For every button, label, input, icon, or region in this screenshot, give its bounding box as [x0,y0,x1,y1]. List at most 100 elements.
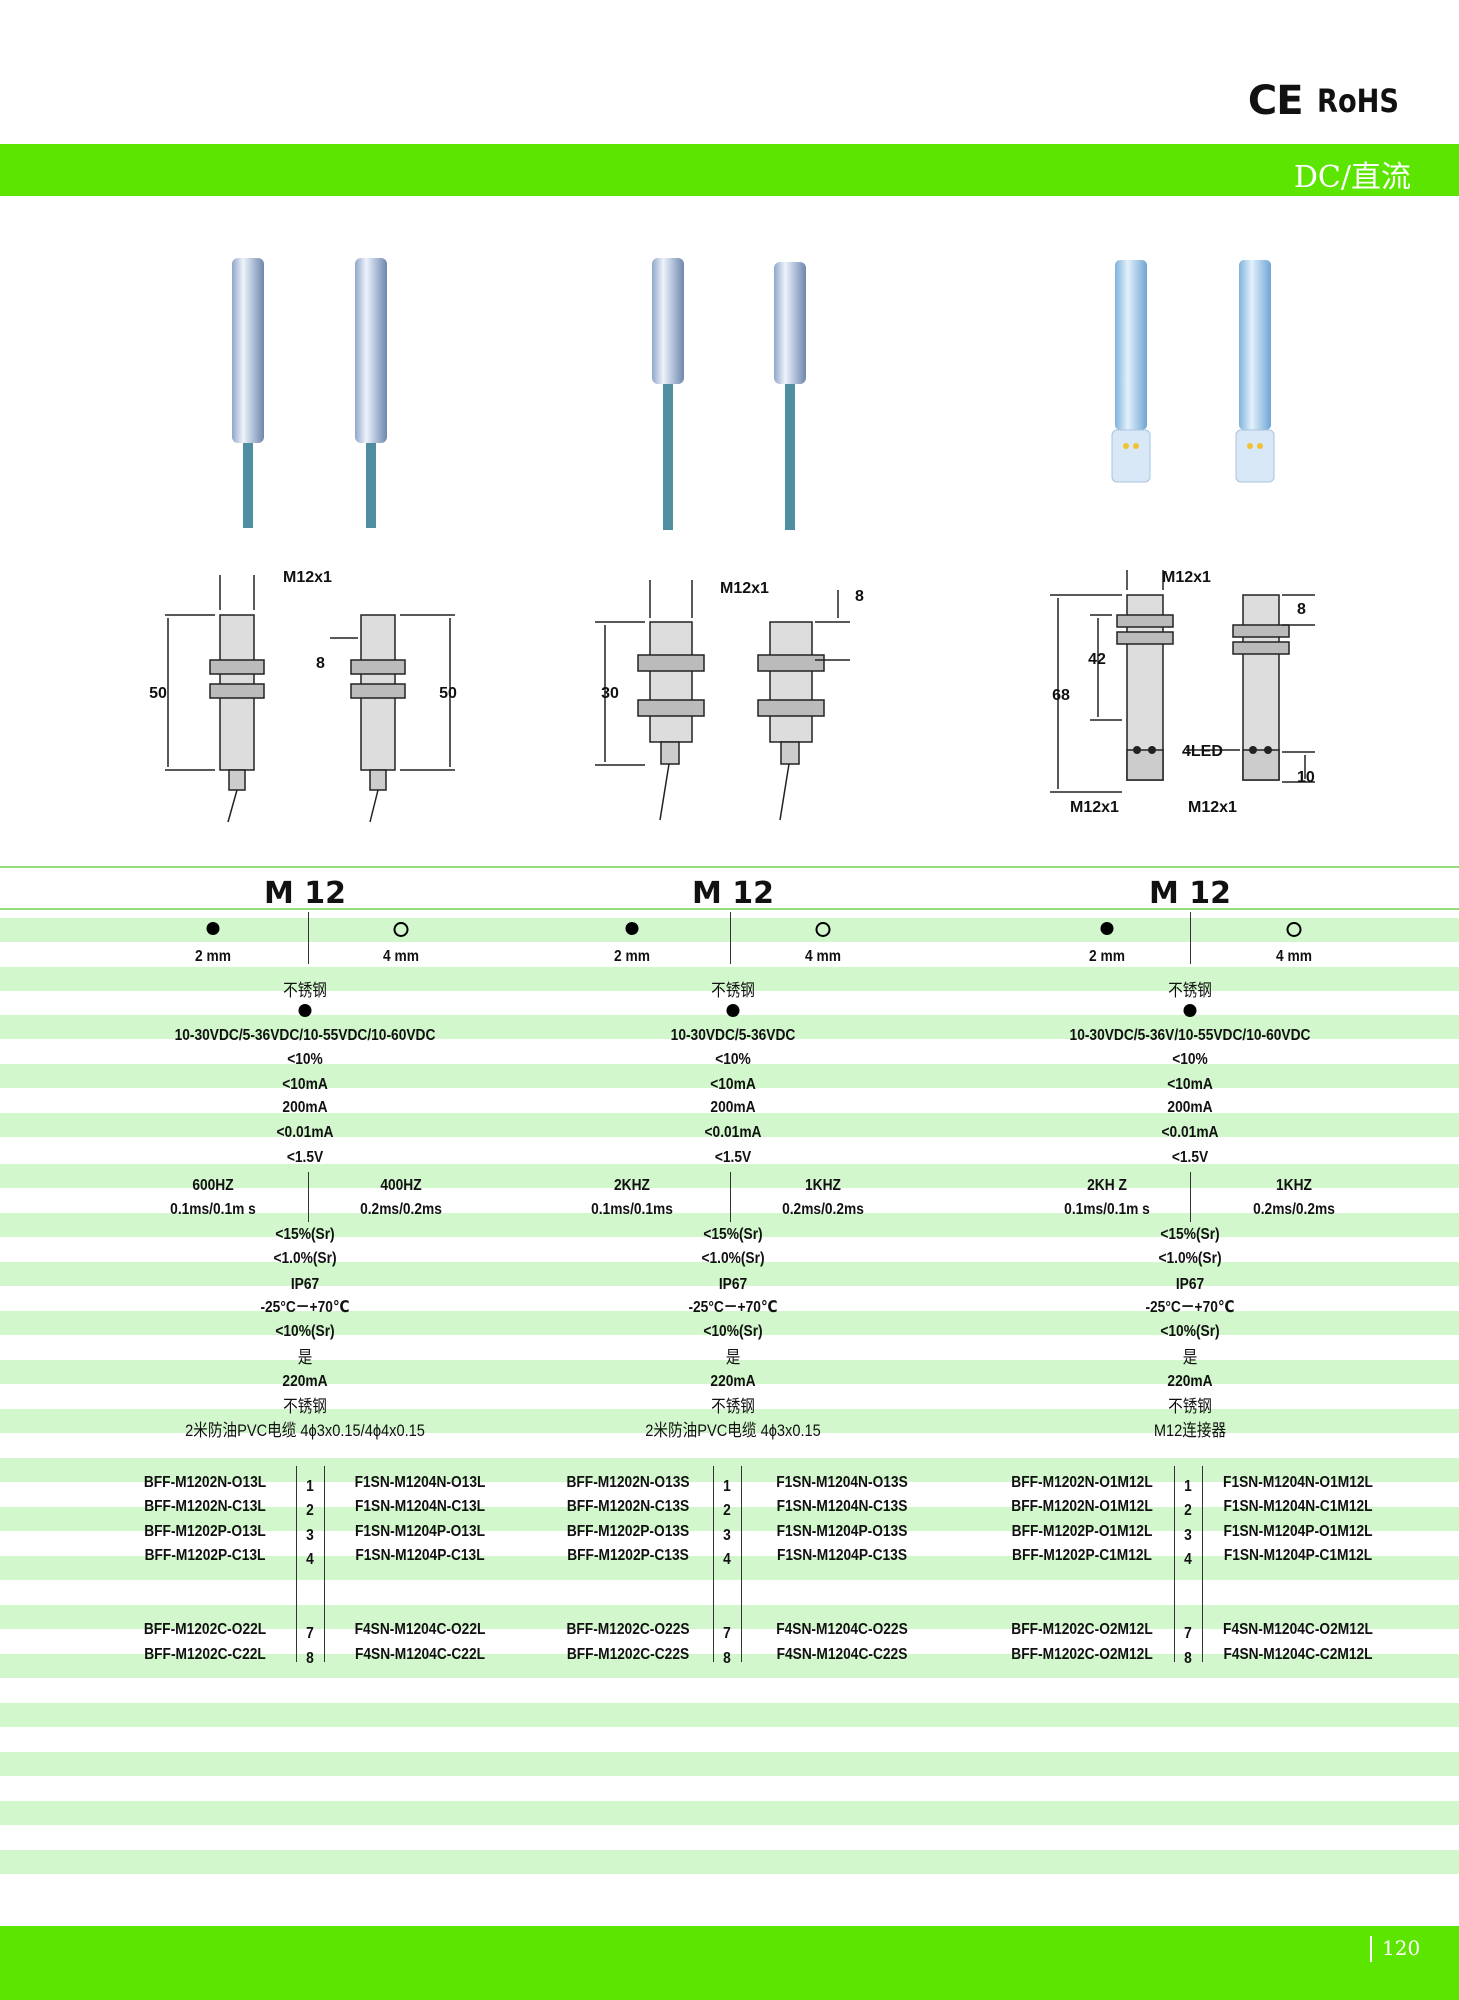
table-stripe [0,1654,1459,1678]
column-1-model-2-number: 2 [306,1502,314,1519]
column-3-model-divider-r [1202,1466,1203,1662]
table-stripe [0,1064,1459,1088]
column-3-noload: <10mA [1167,1076,1213,1093]
certification-marks: CE RoHS [1248,78,1413,124]
column-2-material: 不锈钢 [711,981,755,1000]
column-2-sub-right: 4 mm [805,948,841,965]
sensor-photo-2a [652,258,684,530]
column-1-short: 220mA [282,1373,328,1390]
table-stripe [0,1605,1459,1629]
column-2-model-5-left: BFF-M1202C-O22S [566,1621,690,1638]
column-2-model-5-number: 7 [723,1625,731,1642]
sensor-photo-3b [1235,260,1275,483]
column-2-load: 200mA [710,1099,756,1116]
column-1-model-5-left: BFF-M1202C-O22L [143,1621,267,1638]
column-3-resp-left: 0.1ms/0.1m s [1064,1201,1150,1218]
column-2-resp-left: 0.1ms/0.1ms [591,1201,673,1218]
table-header-rule [0,908,1459,910]
column-1-model-3-number: 3 [306,1527,314,1544]
column-1-output-dot [298,1004,312,1017]
column-2-model-1-number: 1 [723,1478,731,1495]
column-3-split-divider-1 [1190,912,1191,964]
column-1-material: 不锈钢 [283,981,327,1000]
column-2-model-divider-r [741,1466,742,1662]
table-stripe [0,1311,1459,1335]
column-1-model-2-right: F1SN-M1204N-C13L [355,1498,485,1515]
column-2-repeat: <1.0%(Sr) [701,1250,765,1267]
column-2-freq-left: 2KHZ [614,1177,650,1194]
column-1-model-4-number: 4 [306,1551,314,1568]
column-2-noload: <10mA [710,1076,756,1093]
sensor-photo-2b [774,262,806,530]
column-3-drift: <10%(Sr) [1160,1323,1220,1340]
column-2-leak: <0.01mA [704,1124,762,1141]
column-3-leak: <0.01mA [1161,1124,1219,1141]
column-1-model-4-left: BFF-M1202P-C13L [144,1547,266,1564]
column-2-ip: IP67 [718,1276,748,1293]
column-1-temp: -25°C－+70℃ [260,1299,350,1316]
page-number: 120 [1382,1936,1421,1960]
column-3-model-6-number: 8 [1184,1650,1192,1667]
d3-thread-top: M12x1 [1162,569,1211,586]
header-bar: DC/直流 [0,144,1459,196]
column-3-model-4-number: 4 [1184,1551,1192,1568]
column-1-freq-right: 400HZ [380,1177,422,1194]
column-1-leak: <0.01mA [276,1124,334,1141]
column-2-model-4-right: F1SN-M1204P-C13S [776,1547,908,1564]
column-3-model-4-right: F1SN-M1204P-C1M12L [1223,1547,1373,1564]
d3-thread-right: M12x1 [1188,799,1237,816]
column-3-freq-left: 2KH Z [1087,1177,1127,1194]
column-1-split-divider-2 [308,1172,309,1222]
column-1-title: M 12 [263,876,347,911]
column-2-model-6-number: 8 [723,1650,731,1667]
column-2-model-2-left: BFF-M1202N-C13S [566,1498,690,1515]
column-3-ip: IP67 [1175,1276,1205,1293]
column-2-model-6-right: F4SN-M1204C-C22S [776,1646,908,1663]
d1-offset: 8 [316,655,325,672]
column-1-ip: IP67 [290,1276,320,1293]
d2-length: 30 [601,685,619,702]
column-3-model-2-left: BFF-M1202N-O1M12L [1011,1498,1153,1515]
sensor-photo-1b [355,258,387,528]
column-1-cable: 2米防油PVC电缆 4ϕ3x0.15/4ϕ4x0.15 [185,1421,425,1440]
column-3-housing: 不锈钢 [1168,1397,1212,1416]
column-2-short: 220mA [710,1373,756,1390]
column-3-model-3-right: F1SN-M1204P-O1M12L [1223,1523,1373,1540]
column-3-material: 不锈钢 [1168,981,1212,1000]
column-1-model-5-right: F4SN-M1204C-O22L [354,1621,486,1638]
column-1-drift: <10%(Sr) [275,1323,335,1340]
d1-length-right: 50 [439,685,457,702]
column-1-model-6-number: 8 [306,1650,314,1667]
column-2-model-4-left: BFF-M1202P-C13S [567,1547,689,1564]
column-3-flush-dot [1100,922,1114,935]
column-3-voltage: 10-30VDC/5-36V/10-55VDC/10-60VDC [1069,1027,1311,1044]
table-stripe [0,1703,1459,1727]
column-3-output-dot [1183,1004,1197,1017]
column-1-model-2-left: BFF-M1202N-C13L [144,1498,266,1515]
column-1-load: 200mA [282,1099,328,1116]
column-3-model-5-right: F4SN-M1204C-O2M12L [1223,1621,1373,1638]
column-2-model-3-number: 3 [723,1527,731,1544]
category-label: DC/直流 [1293,160,1411,195]
column-2-output-dot [726,1004,740,1017]
column-2-flush-dot [625,922,639,935]
d3-length-total: 68 [1052,687,1070,704]
column-3-freq-right: 1KHZ [1276,1177,1312,1194]
column-3-sub-left: 2 mm [1089,948,1125,965]
column-2-model-divider-l [713,1466,714,1662]
column-1-ripple: <10% [287,1051,323,1068]
column-2-split-divider-2 [730,1172,731,1222]
column-3-model-6-right: F4SN-M1204C-C2M12L [1223,1646,1373,1663]
column-1-repeat: <1.0%(Sr) [273,1250,337,1267]
column-2-title: M 12 [691,876,775,911]
table-stripe [0,1850,1459,1874]
footer-separator [1370,1936,1372,1962]
column-2-drop: <1.5V [714,1149,752,1166]
column-3-model-4-left: BFF-M1202P-C1M12L [1012,1547,1152,1564]
technical-drawings: M12x1 50 50 8 M12x1 30 8 M12x1 68 42 8 4… [149,569,1315,823]
column-1-model-6-left: BFF-M1202C-C22L [144,1646,266,1663]
table-stripe [0,1360,1459,1384]
column-3-protect: 是 [1182,1348,1198,1367]
column-2-model-1-right: F1SN-M1204N-O13S [776,1474,908,1491]
column-1-model-1-number: 1 [306,1478,314,1495]
